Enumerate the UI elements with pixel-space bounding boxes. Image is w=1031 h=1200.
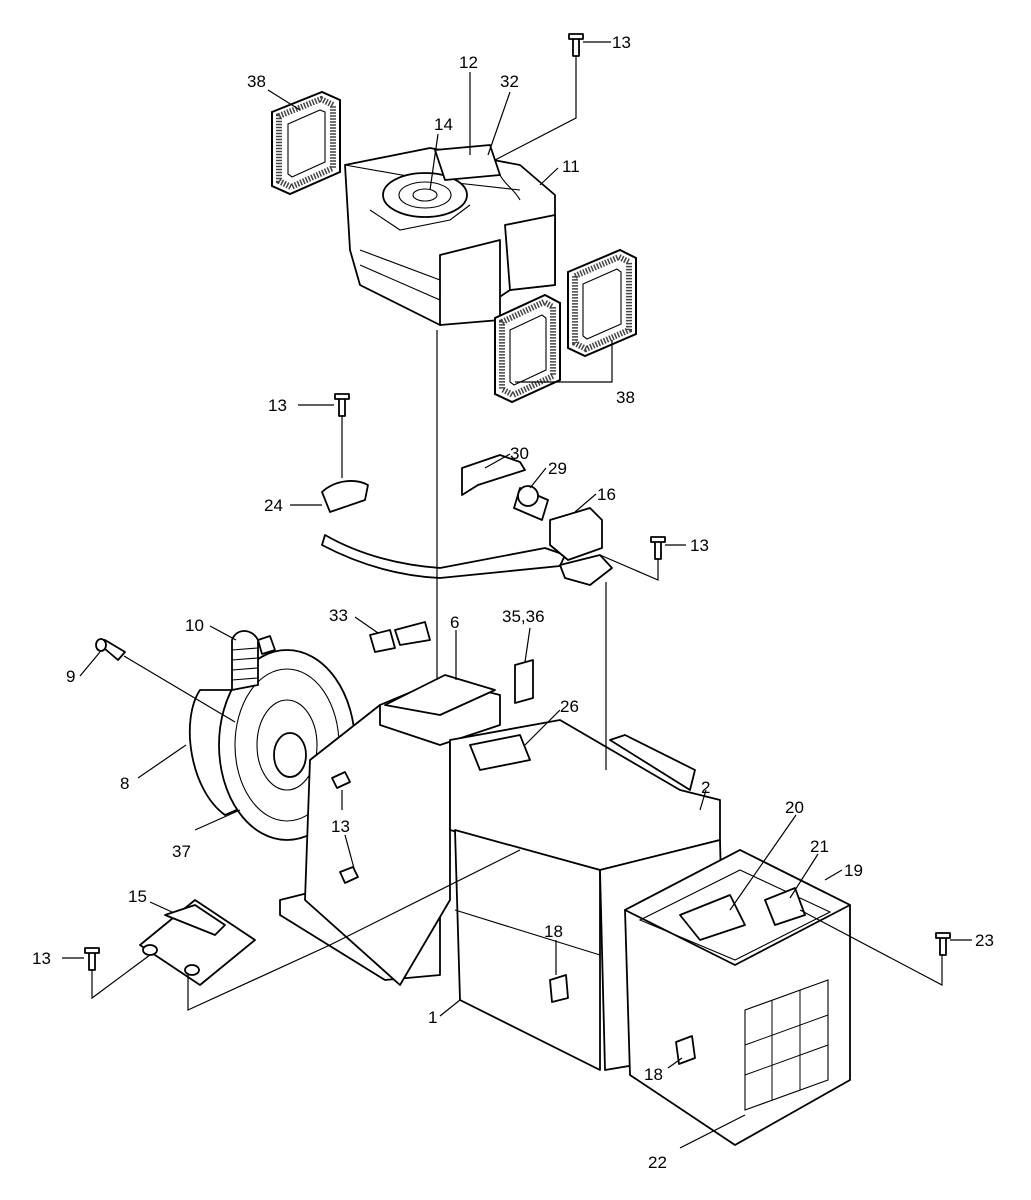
callout-29: 29 bbox=[548, 459, 567, 478]
callout-9: 9 bbox=[66, 667, 75, 686]
callout-19: 19 bbox=[844, 861, 863, 880]
blower-case-upper bbox=[344, 144, 556, 326]
evaporator-unit bbox=[624, 849, 851, 1146]
callout-23: 23 bbox=[975, 931, 994, 950]
callout-10: 10 bbox=[185, 616, 204, 635]
callout-21: 21 bbox=[810, 837, 829, 856]
callout-13-left: 13 bbox=[268, 396, 287, 415]
callout-13-center: 13 bbox=[331, 817, 350, 836]
callout-13-bottom-left: 13 bbox=[32, 949, 51, 968]
callout-labels: 13 12 32 38 14 11 38 13 30 29 16 24 13 1… bbox=[32, 33, 994, 1172]
leader-lines bbox=[62, 41, 972, 1149]
callout-37: 37 bbox=[172, 842, 191, 861]
callout-13-right: 13 bbox=[690, 536, 709, 555]
heater-pipe-assembly bbox=[321, 454, 613, 586]
callout-35-36: 35,36 bbox=[502, 607, 545, 626]
gasket-upper-left bbox=[271, 90, 341, 196]
callout-26: 26 bbox=[560, 697, 579, 716]
callout-13-top: 13 bbox=[612, 33, 631, 52]
callout-22: 22 bbox=[648, 1153, 667, 1172]
callout-14: 14 bbox=[434, 115, 453, 134]
callout-8: 8 bbox=[120, 774, 129, 793]
callout-15: 15 bbox=[128, 887, 147, 906]
callout-18-upper: 18 bbox=[544, 922, 563, 941]
callout-11: 11 bbox=[562, 157, 580, 176]
callout-12: 12 bbox=[459, 53, 478, 72]
callout-16: 16 bbox=[597, 485, 616, 504]
bolt bbox=[95, 638, 126, 661]
callout-38-bottom: 38 bbox=[616, 388, 635, 407]
callout-2: 2 bbox=[701, 778, 710, 797]
callout-1: 1 bbox=[428, 1008, 437, 1027]
callout-32: 32 bbox=[500, 72, 519, 91]
callout-18-lower: 18 bbox=[644, 1065, 663, 1084]
callout-24: 24 bbox=[264, 496, 283, 515]
screws bbox=[84, 33, 951, 971]
mounting-bracket bbox=[139, 899, 256, 986]
gasket-lower-left bbox=[494, 293, 561, 404]
gasket-lower-right bbox=[567, 248, 637, 358]
callout-33: 33 bbox=[329, 606, 348, 625]
callout-6: 6 bbox=[450, 613, 459, 632]
callout-20: 20 bbox=[785, 798, 804, 817]
callout-38-top: 38 bbox=[247, 72, 266, 91]
callout-30: 30 bbox=[510, 444, 529, 463]
